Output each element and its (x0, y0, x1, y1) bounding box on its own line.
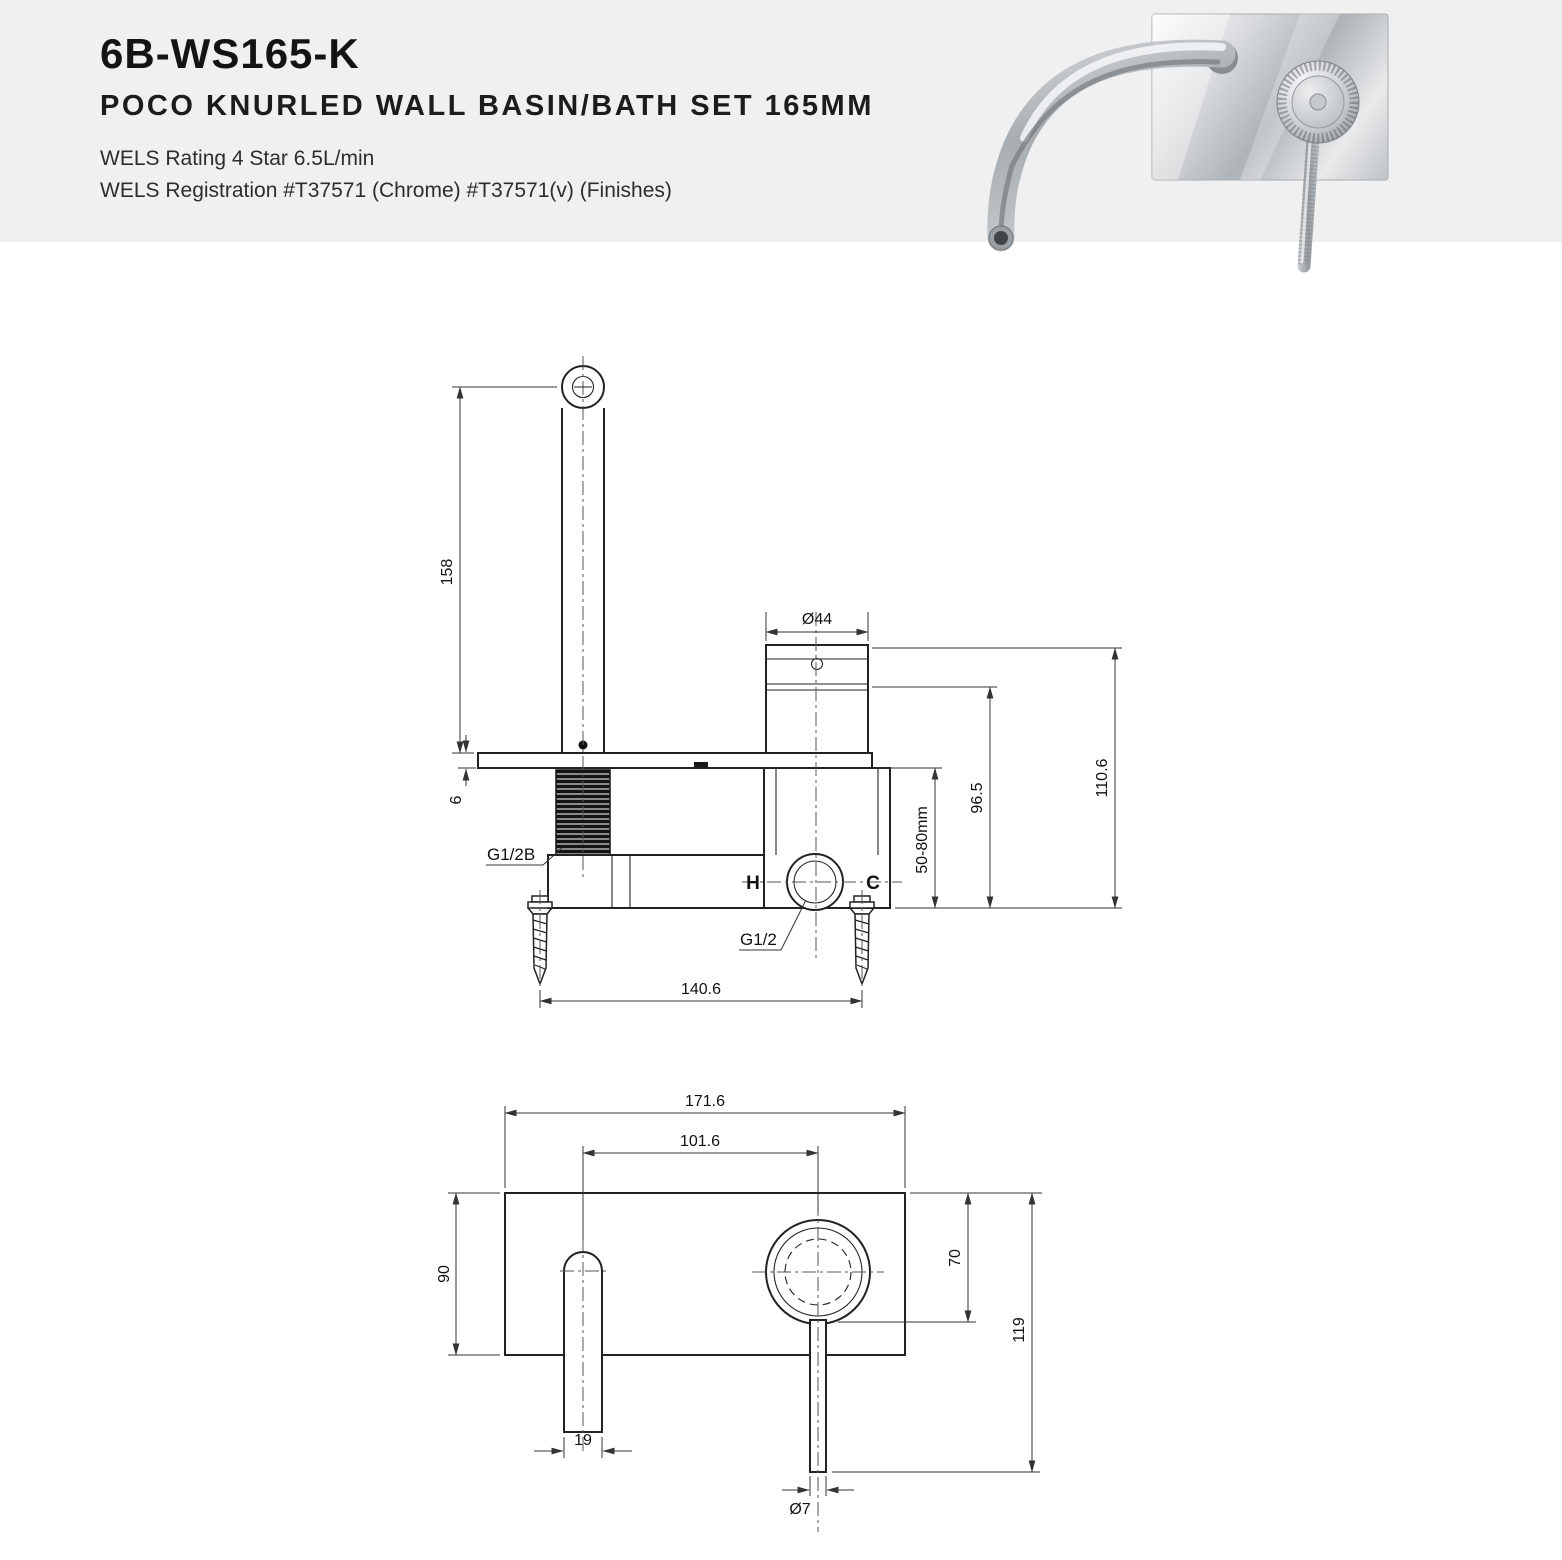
wels-registration: WELS Registration #T37571 (Chrome) #T375… (100, 178, 672, 202)
dim-handle-drop: 119 (832, 1192, 1040, 1473)
dim-spout-width: 19 (534, 1432, 632, 1458)
dim-cartridge-diameter: Ø44 (765, 611, 869, 641)
svg-text:Ø7: Ø7 (789, 1501, 810, 1518)
front-view-drawing: 171.6 101.6 90 70 119 (436, 1093, 1042, 1532)
dim-plate-width: 171.6 (504, 1093, 906, 1188)
svg-text:19: 19 (574, 1432, 592, 1449)
svg-text:70: 70 (947, 1249, 964, 1267)
svg-text:G1/2: G1/2 (740, 930, 777, 949)
dim-spout-mixer-centres: 101.6 (582, 1133, 819, 1240)
product-title: POCO KNURLED WALL BASIN/BATH SET 165MM (100, 90, 874, 122)
label-cold: C (866, 873, 880, 894)
svg-text:96.5: 96.5 (969, 782, 986, 813)
svg-text:Ø44: Ø44 (802, 611, 832, 628)
dim-plate-height: 90 (436, 1192, 500, 1356)
svg-text:90: 90 (436, 1265, 453, 1283)
wels-rating: WELS Rating 4 Star 6.5L/min (100, 147, 375, 170)
dim-body-height: 96.5 (872, 686, 997, 909)
dim-plate-thickness: 6 (448, 735, 476, 804)
label-connection-thread: G1/2 (739, 899, 807, 951)
dim-overall-height: 110.6 (872, 647, 1122, 909)
dim-mixer-drop: 70 (838, 1192, 1042, 1323)
svg-text:101.6: 101.6 (680, 1133, 720, 1150)
svg-text:50-80mm: 50-80mm (914, 806, 931, 874)
svg-text:G1/2B: G1/2B (487, 845, 535, 864)
product-code: 6B-WS165-K (100, 30, 360, 77)
side-view-wall-plate (477, 752, 873, 769)
side-view-cartridge (765, 644, 869, 754)
dim-spout-length: 158 (439, 386, 557, 754)
dim-fixing-centres: 140.6 (539, 981, 863, 1008)
svg-text:140.6: 140.6 (681, 981, 721, 998)
dim-handle-stem-diameter: Ø7 (782, 1476, 854, 1518)
wels-block: WELS Rating 4 Star 6.5L/min WELS Registr… (100, 143, 874, 206)
side-view-drawing: 158 6 Ø44 110.6 96.5 (439, 356, 1122, 1008)
label-inlet-thread: G1/2B (486, 845, 563, 866)
header-text-block: 6B-WS165-K POCO KNURLED WALL BASIN/BATH … (100, 30, 874, 206)
svg-text:110.6: 110.6 (1094, 758, 1111, 797)
svg-text:171.6: 171.6 (685, 1093, 725, 1110)
product-photo (987, 13, 1389, 273)
dim-wall-depth: 50-80mm (874, 767, 942, 909)
label-hot: H (746, 873, 760, 894)
svg-text:158: 158 (439, 559, 456, 586)
photo-handle-stem (1297, 131, 1320, 273)
svg-text:6: 6 (448, 795, 465, 804)
svg-text:119: 119 (1011, 1317, 1028, 1343)
